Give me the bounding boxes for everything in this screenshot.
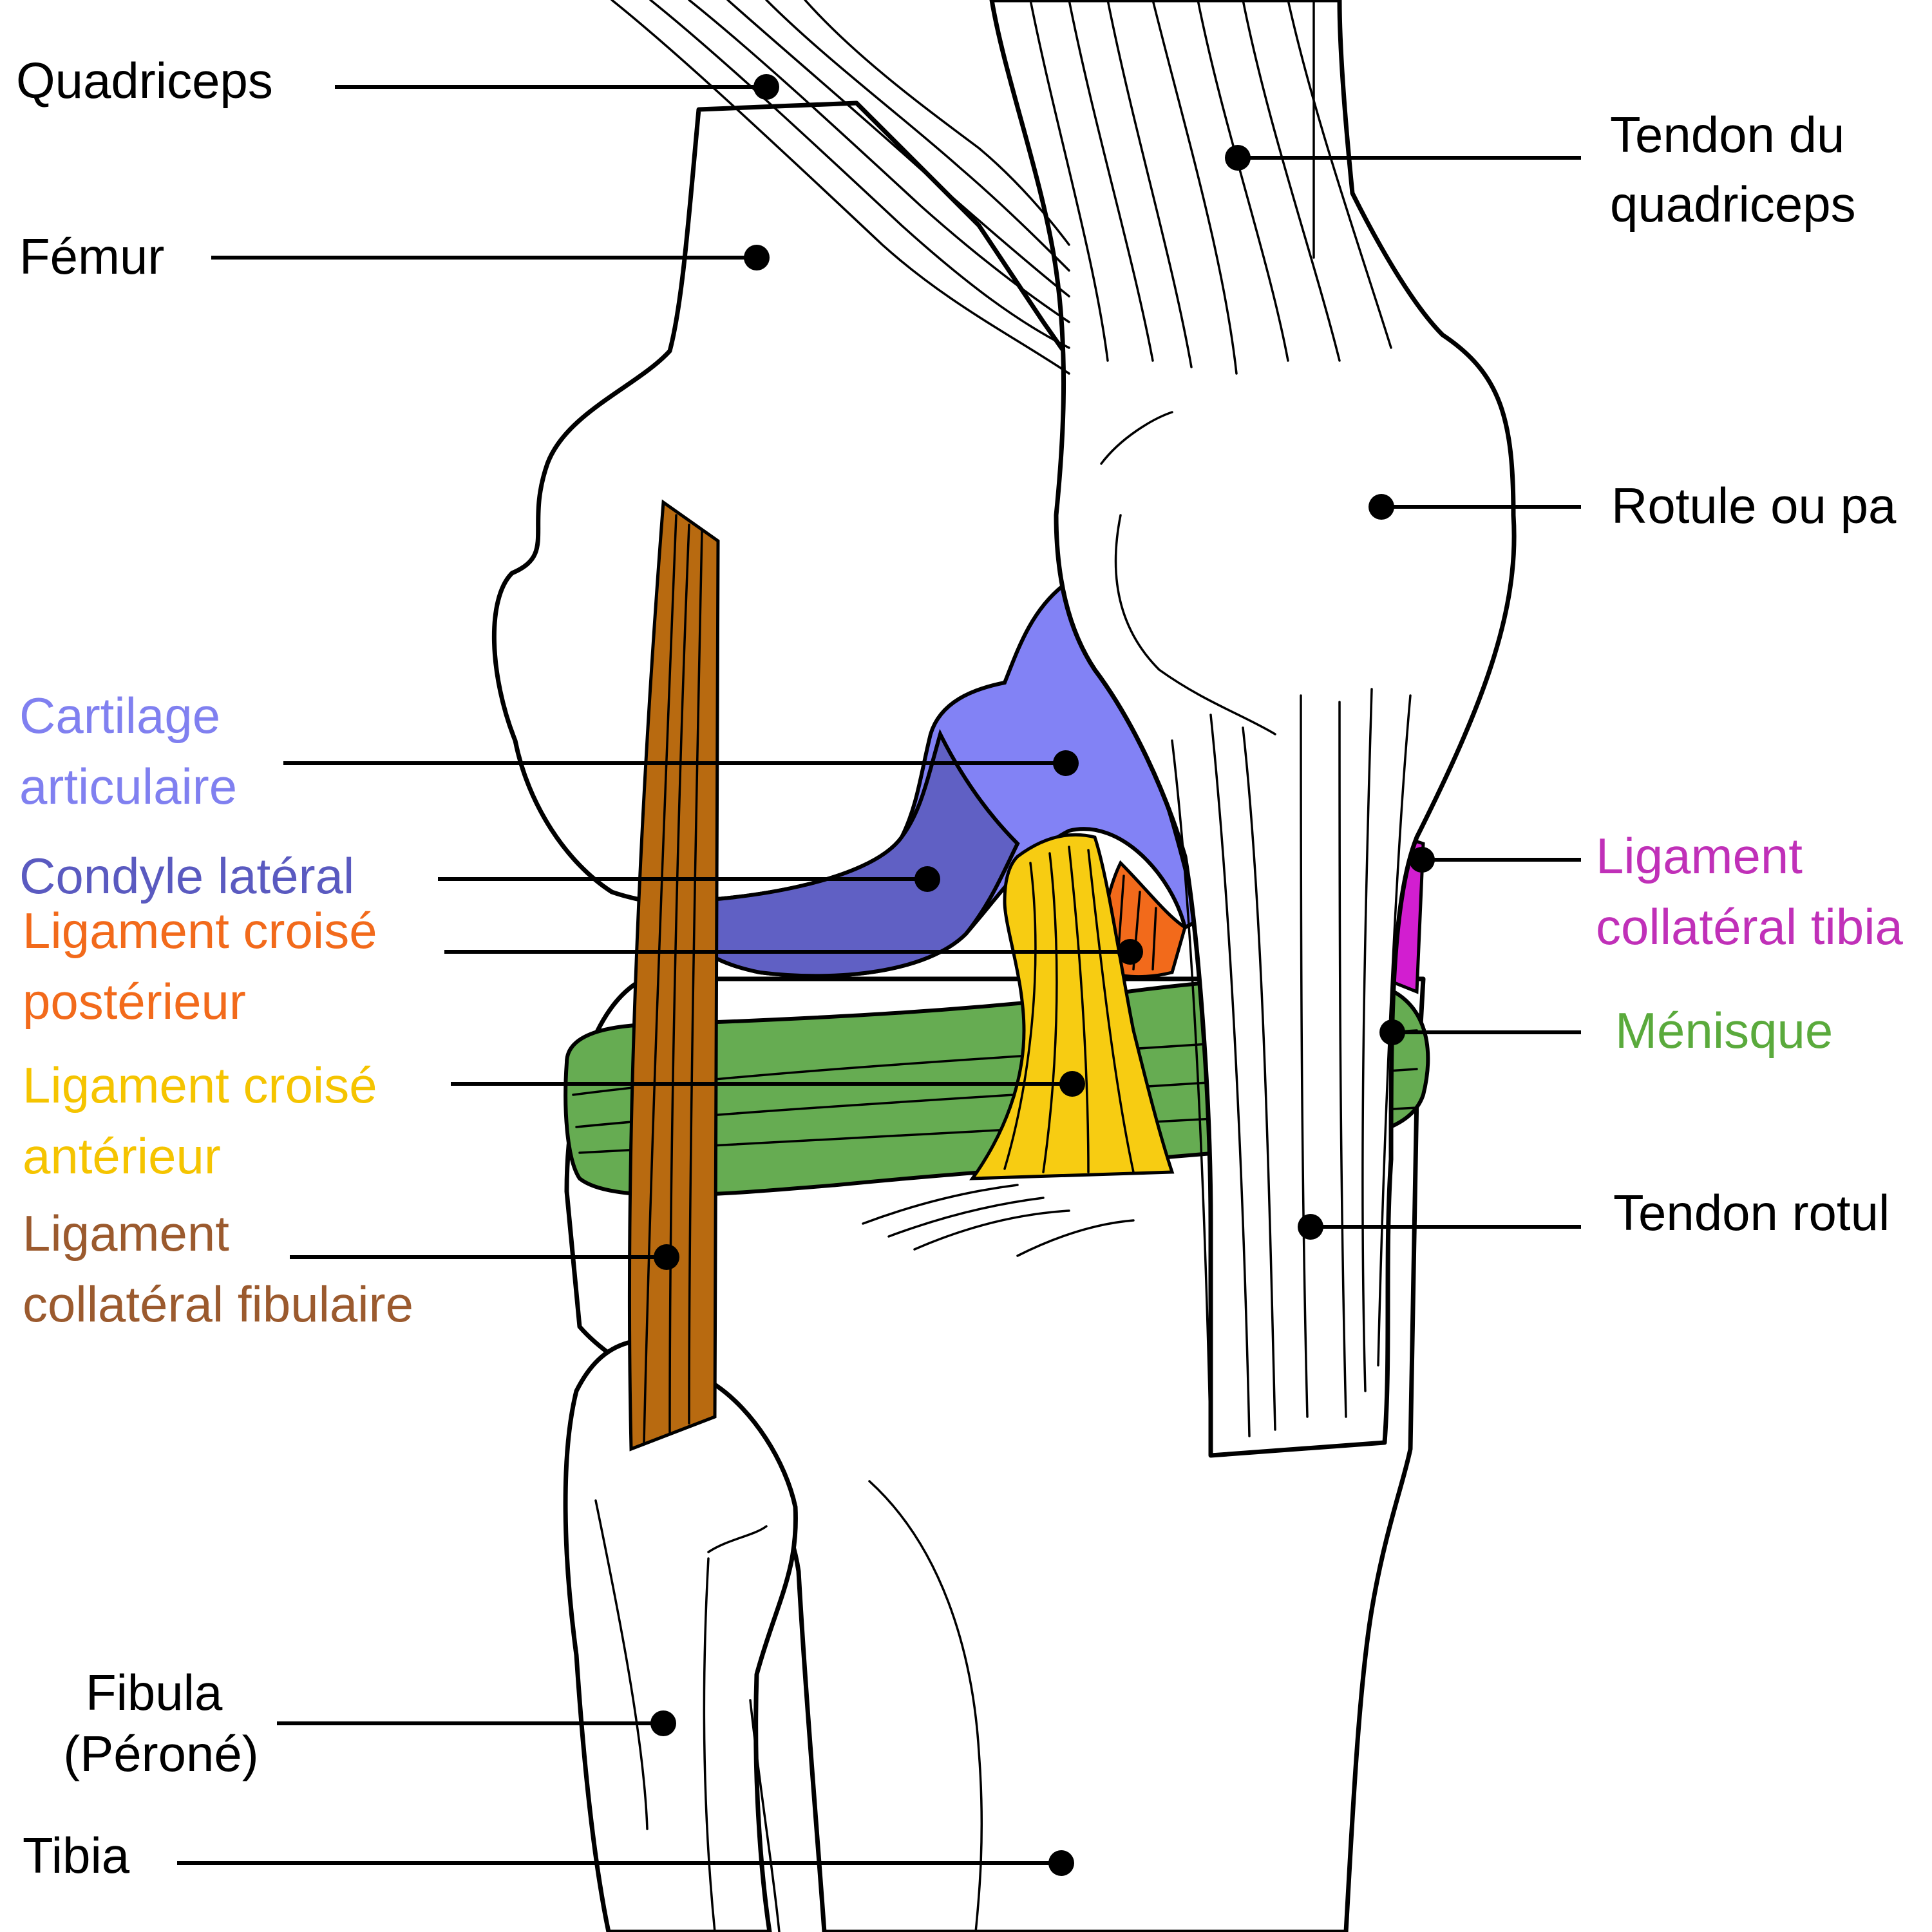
pointer-menisque — [1379, 1019, 1405, 1045]
labels: Quadriceps Fémur Cartilage articulaire C… — [16, 52, 1904, 1884]
label-cartilage: Cartilage articulaire — [19, 687, 237, 815]
quadriceps-fiber-2 — [649, 0, 1070, 349]
label-lca: Ligament croisé antérieur — [23, 1057, 391, 1184]
pointer-fibula — [650, 1710, 676, 1736]
label-lcf: Ligament collatéral fibulaire — [23, 1205, 413, 1332]
pointer-tendon-quadriceps — [1225, 145, 1251, 171]
patellar-fiber-7 — [1377, 694, 1412, 1367]
patellar-fiber-4 — [1300, 694, 1309, 1418]
pointer-cartilage — [1053, 750, 1079, 776]
label-lct: Ligament collatéral tibia — [1596, 828, 1904, 955]
fibula-head-line — [707, 1525, 768, 1553]
fcl-fiber-2 — [668, 524, 690, 1434]
pointer-lcf — [654, 1244, 679, 1270]
tibia-plateau-fiber-2 — [887, 1197, 1045, 1238]
tendon-fiber-3 — [1106, 0, 1193, 368]
patellar-fiber-6 — [1361, 688, 1373, 1392]
pointer-lcp — [1117, 939, 1143, 965]
quadriceps-fiber-3 — [688, 0, 1070, 323]
pointer-quadriceps — [753, 74, 779, 100]
pointer-tendon-rotulien — [1298, 1214, 1323, 1240]
patella-contour-2 — [1114, 514, 1276, 735]
label-tibia: Tibia — [23, 1827, 130, 1884]
tendon-fiber-5 — [1197, 0, 1289, 362]
pointer-lca — [1059, 1071, 1085, 1097]
patellar-fiber-5 — [1338, 701, 1347, 1418]
fcl-fiber-3 — [688, 530, 703, 1425]
acl-fiber-4 — [1087, 849, 1135, 1173]
patellar-fiber-2 — [1209, 714, 1251, 1437]
quadriceps-fiber-5 — [765, 0, 1070, 272]
tibia-contour-line — [868, 1480, 983, 1932]
quadriceps-fiber-6 — [804, 0, 1070, 246]
lateral-condyle — [659, 728, 1020, 978]
label-fibula: Fibula (Péroné) — [63, 1664, 258, 1782]
pointer-rotule — [1368, 494, 1394, 520]
pcl-fiber-3 — [1151, 907, 1157, 971]
acl-fiber-3 — [1068, 846, 1090, 1173]
patellar-fiber-1 — [1171, 739, 1212, 1450]
pointer-tibia — [1048, 1850, 1074, 1876]
label-condyle: Condyle latéral — [19, 848, 354, 904]
fibula-inner-line — [594, 1499, 649, 1830]
acl-fiber-2 — [1042, 852, 1058, 1173]
tendon-fiber-7 — [1287, 0, 1392, 349]
fibula-inner-line-2 — [703, 1557, 716, 1932]
patellar-fiber-3 — [1242, 726, 1276, 1431]
pointer-condyle — [914, 866, 940, 892]
fcl-fiber-1 — [643, 514, 677, 1444]
tendon-fiber-6 — [1242, 0, 1341, 362]
acl-fiber-1 — [1003, 862, 1037, 1170]
label-tendon-quadriceps: Tendon du quadriceps — [1610, 106, 1859, 232]
label-quadriceps: Quadriceps — [16, 52, 273, 109]
label-femur: Fémur — [19, 228, 164, 285]
patella-contour — [1100, 411, 1173, 465]
leader-lines — [177, 74, 1581, 1876]
pointer-femur — [744, 245, 770, 270]
quadriceps-fiber-4 — [726, 0, 1070, 298]
label-lcp: Ligament croisé postérieur — [23, 902, 391, 1030]
pointer-lct — [1409, 847, 1435, 873]
patella-and-tendons — [989, 0, 1517, 1458]
label-rotule: Rotule ou pa — [1611, 477, 1897, 534]
tendon-fiber-1 — [1029, 0, 1109, 362]
quadriceps-fiber-1 — [611, 0, 1070, 375]
tibia-plateau-fiber-1 — [862, 1184, 1019, 1225]
tibia-edge-line — [749, 1699, 781, 1932]
tendon-fiber-2 — [1068, 0, 1154, 362]
label-menisque: Ménisque — [1615, 1002, 1833, 1059]
tibia-plateau-fiber-3 — [913, 1209, 1070, 1251]
tendon-fiber-4 — [1151, 0, 1238, 375]
tibia-plateau-fiber-4 — [1016, 1219, 1135, 1257]
label-tendon-rotulien: Tendon rotul — [1613, 1184, 1889, 1241]
